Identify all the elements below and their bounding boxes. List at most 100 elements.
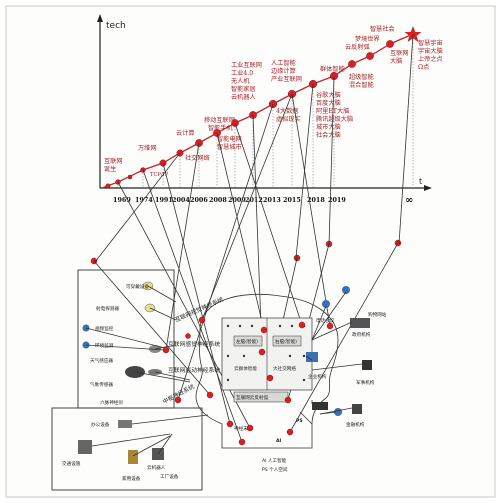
point-society [386, 40, 394, 48]
brain-dot-15 [185, 333, 191, 339]
year-2018: 2018 [307, 196, 325, 204]
point-origin [105, 183, 111, 189]
brain-dot-14 [226, 420, 234, 428]
label-weather: 气象传感器 [90, 381, 113, 388]
label-dream: 梦境世界 [355, 35, 380, 43]
label-cloud: 云计算 [176, 129, 195, 137]
label-env: 环境监测 [95, 342, 114, 349]
label-vr: 虚拟现实 [276, 115, 301, 123]
label-social-brain: 社会大脑 [316, 131, 341, 139]
label-cerebellum: 互联网云反射弧 [236, 394, 269, 401]
label-smart-society: 智慧社会 [370, 25, 395, 33]
label-omega-2: 宇宙大脑 [418, 47, 443, 55]
year-1969: 1969 [113, 196, 131, 204]
point-dream [366, 52, 374, 60]
label-ai: 人工智能 [271, 59, 296, 67]
brain-dot-7 [162, 346, 170, 354]
label-military: 军事机构 [356, 379, 375, 386]
y-axis-arrow [97, 14, 103, 22]
label-baidu-brain: 百度大脑 [316, 99, 341, 107]
label-core-right: 大社交网络 [273, 365, 296, 372]
label-industry4: 工业4.0 [231, 69, 253, 77]
year-1991: 1991 [155, 196, 173, 204]
label-wearable: 可穿戴设备 [126, 283, 149, 290]
label-drone: 无人机 [231, 77, 250, 85]
brain-dot-2 [260, 326, 268, 334]
brain-dot-8 [174, 396, 182, 404]
device-wires [91, 414, 209, 457]
year-2019: 2019 [328, 196, 346, 204]
label-home: 智能家居 [231, 85, 256, 93]
label-office: 办公设备 [91, 421, 110, 428]
label-sixth: 六脉神经剑 [100, 399, 123, 406]
label-phone: 智能手机 [208, 124, 234, 132]
year-2013: 2013 [263, 196, 281, 204]
year-2009: 2009 [228, 196, 246, 204]
label-camera: 视频监控 [95, 325, 114, 332]
label-cloudrobot: 云机器人 [231, 93, 256, 101]
x-axis-arrow [424, 185, 432, 191]
brain-dot-13 [238, 438, 246, 446]
device-box [51, 407, 203, 491]
military-icon [362, 360, 372, 370]
point-swarm [348, 60, 356, 68]
institution-icons: 电话会议 政府机构 购物网站 企业机构 军事机构 金融机构 [306, 286, 387, 428]
home-appliance-icon [128, 450, 138, 464]
label-hybrid: 混合智能 [349, 81, 374, 89]
office-device-icon [118, 420, 132, 428]
traffic-icon [78, 440, 92, 454]
label-left-brain: 左脑(智能) [236, 338, 258, 345]
vr-headset-icon [312, 402, 328, 410]
gov-building-icon [350, 318, 370, 328]
institution-wires [299, 291, 363, 425]
brain-dot-10 [246, 424, 254, 432]
label-right-brain: 右脑(智能) [275, 338, 297, 345]
brain-dot-3 [298, 321, 306, 329]
drop-lines [117, 34, 414, 188]
right-brain-box [272, 335, 302, 347]
sensor-wires [85, 285, 191, 383]
year-2012: 2012 [245, 196, 263, 204]
label-omega-1: 智慧宇宙 [418, 39, 443, 47]
internet-brain-head: 左脑(智能) 右脑(智能) 云群体智能 大社交网络 互联网云反射弧 神经末梢 A… [162, 293, 339, 473]
label-gov: 政府机构 [352, 331, 371, 338]
label-edge: 边缘计算 [271, 67, 296, 75]
label-wanwei: 万维网 [138, 144, 157, 152]
label-factory: 工厂设备 [160, 473, 179, 480]
label-core-left: 云群体智能 [234, 365, 257, 372]
user-icon [342, 286, 350, 294]
enterprise-icon [306, 352, 318, 362]
year-2006: 2006 [190, 196, 208, 204]
label-city: 智慧城市 [217, 143, 242, 151]
label-industrial-net: 产业互联网 [271, 75, 302, 83]
year-2015: 2015 [283, 196, 301, 204]
label-cloud-reflex: 云反射弧 [345, 43, 370, 51]
label-legend-ps: PS 个人空间 [262, 466, 288, 473]
brain-dot-5 [284, 396, 292, 404]
brain-dot-4 [266, 374, 274, 382]
year-2004: 2004 [172, 196, 190, 204]
label-home: 家用设备 [122, 475, 141, 482]
x-axis-label: t [419, 177, 422, 186]
label-tencent-brain: 腾讯超级大脑 [316, 115, 353, 123]
label-omega-4: Ω点 [418, 63, 429, 71]
label-swarm: 群体智能 [320, 65, 345, 73]
label-weather2: 天气感应器 [90, 357, 113, 364]
brain-dot-9 [206, 391, 214, 399]
infinity-label: ∞ [405, 195, 413, 206]
label-google-brain: 谷歌大脑 [316, 91, 341, 99]
sensor-devices: 可穿戴设备 射电探测器 视频监控 环境监测 天气感应器 气象传感器 六脉神经剑 [82, 281, 162, 406]
head-outline [195, 293, 339, 449]
label-sensor: 射电探测器 [96, 305, 119, 312]
label-social: 社交网络 [185, 154, 210, 162]
label-birth: 诞生 [104, 165, 116, 173]
label-finance: 金融机构 [346, 421, 365, 428]
brain-dot-6 [198, 316, 206, 324]
label-grid: 智能电网 [217, 135, 242, 143]
finance-icon [352, 404, 362, 414]
label-traffic: 交通设施 [62, 460, 81, 467]
point-1971 [127, 174, 133, 180]
brain-dot-11 [286, 428, 294, 436]
label-robot: 云机器人 [147, 464, 166, 471]
